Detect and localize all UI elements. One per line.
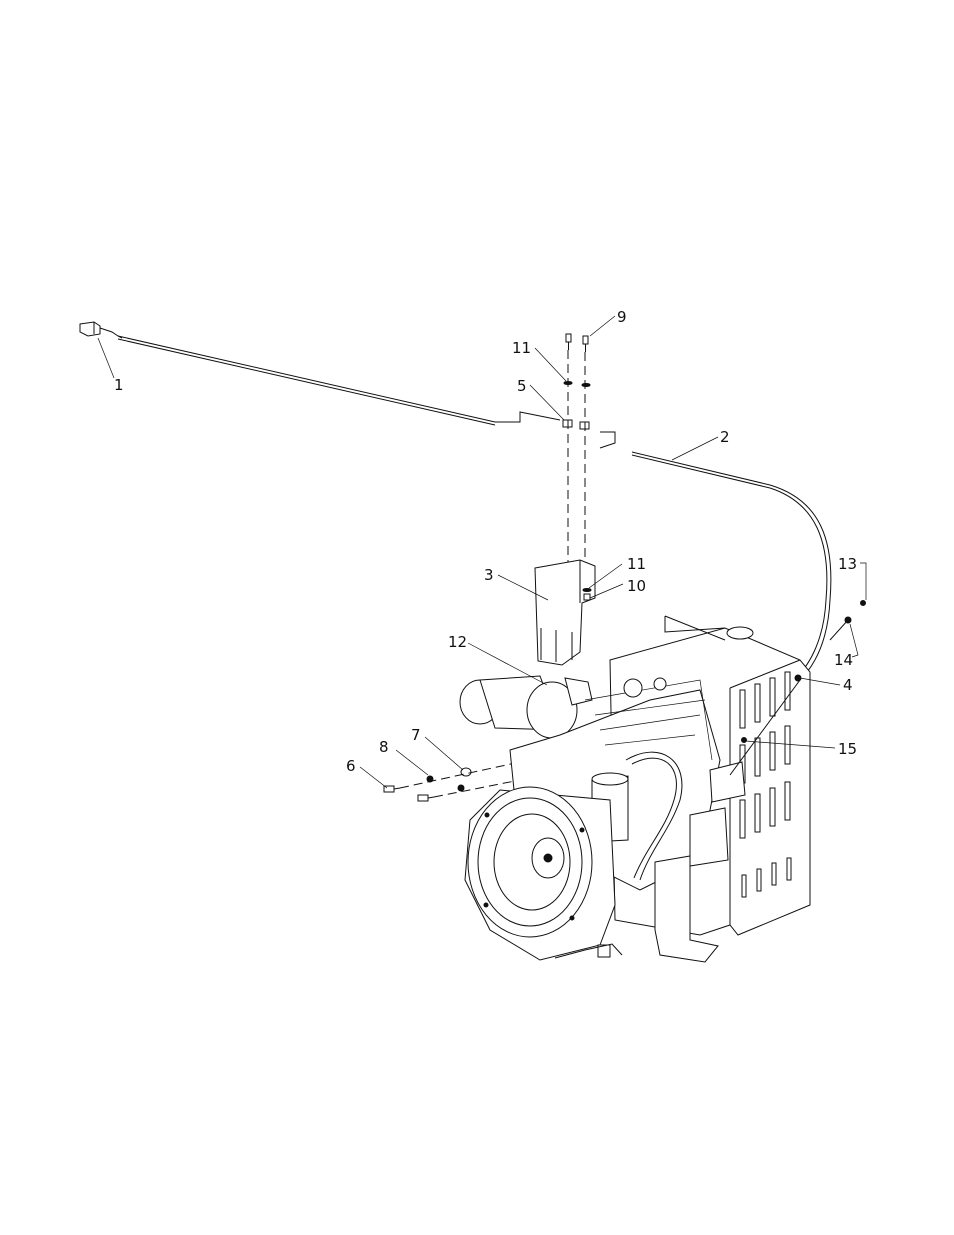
engine-assembly: [460, 601, 866, 963]
callout-10: 10: [627, 577, 646, 595]
callout-8: 8: [379, 738, 389, 756]
callout-7: 7: [411, 726, 421, 744]
callout-3: 3: [484, 566, 494, 584]
callout-11-bracket: 11: [627, 555, 646, 573]
callout-13: 13: [838, 555, 857, 573]
callout-4: 4: [843, 676, 853, 694]
callout-2: 2: [720, 428, 730, 446]
callout-15: 15: [838, 740, 857, 758]
callout-5: 5: [517, 377, 527, 395]
callout-1: 1: [114, 376, 124, 394]
callout-14: 14: [834, 651, 853, 669]
bracket: [535, 560, 595, 665]
callout-6: 6: [346, 757, 356, 775]
callout-9: 9: [617, 308, 627, 326]
throttle-cable: [80, 322, 831, 680]
callout-11-top: 11: [512, 339, 531, 357]
callout-12: 12: [448, 633, 467, 651]
